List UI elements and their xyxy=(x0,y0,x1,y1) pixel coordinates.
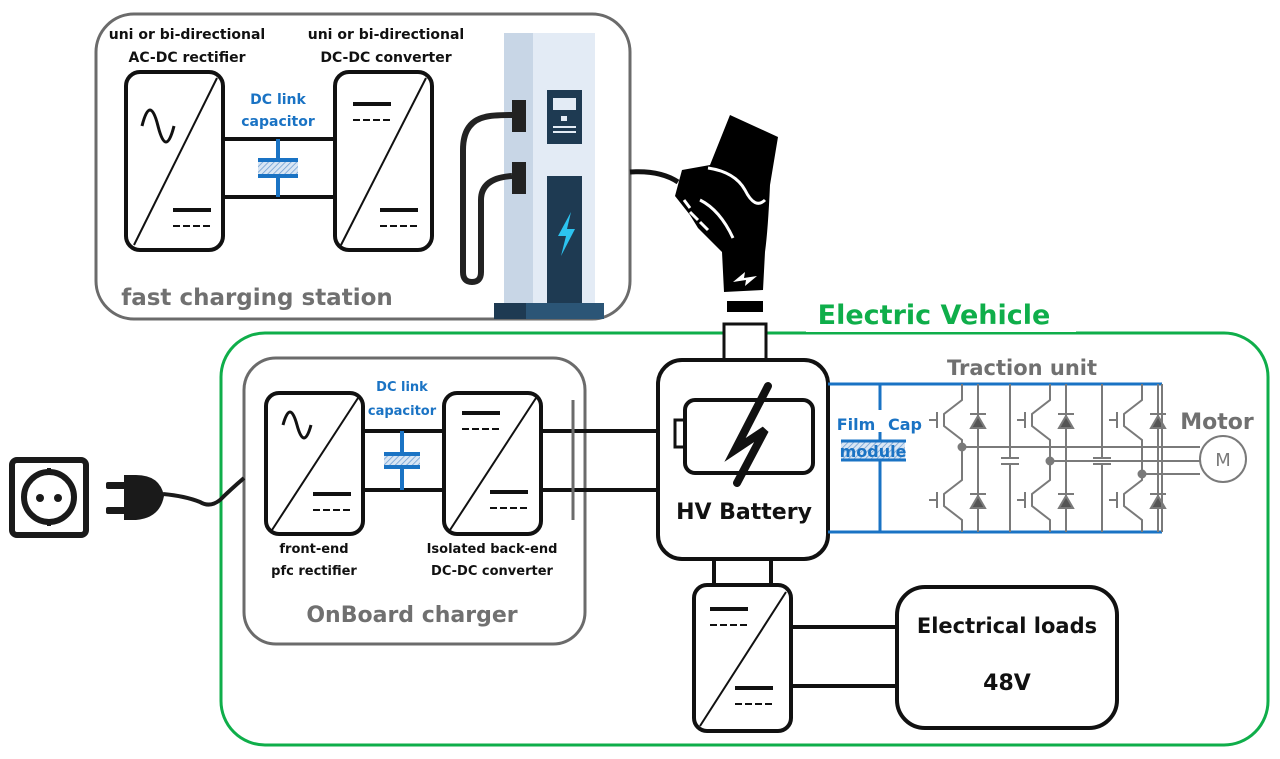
lightning-bolt-icon xyxy=(558,212,575,256)
electric-vehicle-title: Electric Vehicle xyxy=(818,300,1051,331)
onboard-charger-group: DC link capacitor front-end pfc rectifie… xyxy=(242,356,587,646)
station-rectifier-label-1: uni or bi-directional xyxy=(109,27,265,43)
station-converter-label-1: uni or bi-directional xyxy=(308,27,464,43)
plug-icon xyxy=(106,475,246,520)
film-cap-word-2: Cap xyxy=(888,415,922,434)
lightning-bolt-icon xyxy=(724,382,772,487)
obc-dc-link-label-1: DC link xyxy=(376,380,428,395)
obc-dc-link-label-2: capacitor xyxy=(368,404,437,419)
electrical-loads-voltage: 48V xyxy=(983,671,1031,696)
obc-rectifier-label-1: front-end xyxy=(279,542,348,557)
obc-isolated-dcdc-converter xyxy=(442,391,543,536)
obc-converter-label-2: DC-DC converter xyxy=(431,564,554,579)
wall-socket-icon xyxy=(9,457,89,538)
station-rectifier-label-2: AC-DC rectifier xyxy=(129,50,246,66)
charge-inlet xyxy=(722,322,768,362)
film-cap-module: Film Cap module xyxy=(837,384,922,532)
motor-label: Motor xyxy=(1180,410,1254,435)
station-dc-link-label-1: DC link xyxy=(250,92,306,108)
electric-vehicle-group: Electric Vehicle DC link capacitor xyxy=(9,296,1270,747)
sine-wave-icon xyxy=(140,108,176,144)
traction-unit: Traction unit Film Cap module Motor M xyxy=(828,356,1254,534)
obc-dc-link-capacitor: DC link capacitor xyxy=(368,380,437,490)
igbt-lower xyxy=(1031,461,1051,532)
diode-lower xyxy=(1057,494,1075,509)
hv-battery: HV Battery xyxy=(656,358,830,561)
fast-charging-station-group: uni or bi-directional AC-DC rectifier un… xyxy=(94,12,680,321)
igbt-upper xyxy=(943,384,963,447)
film-cap-word-3: module xyxy=(840,442,907,461)
fast-charging-station-border xyxy=(94,12,632,321)
hand-charger-icon xyxy=(675,115,778,312)
station-acdc-rectifier xyxy=(124,70,225,252)
electrical-loads-box: Electrical loads 48V xyxy=(895,585,1119,730)
station-dc-link-label-2: capacitor xyxy=(241,114,315,130)
obc-pfc-rectifier xyxy=(264,391,365,536)
igbt-lower xyxy=(943,447,963,532)
motor-icon: M xyxy=(1199,435,1247,483)
igbt-upper xyxy=(1123,384,1143,474)
charging-station-icon xyxy=(460,33,604,319)
auxiliary-dcdc-converter xyxy=(692,583,793,733)
film-cap-word-1: Film xyxy=(837,415,876,434)
obc-rectifier-label-2: pfc rectifier xyxy=(271,564,357,579)
station-dc-link-capacitor: DC link capacitor xyxy=(241,92,315,197)
obc-converter-label-1: Isolated back-end xyxy=(427,542,558,557)
electrical-loads-label: Electrical loads xyxy=(917,614,1097,638)
diode-upper xyxy=(969,414,987,429)
traction-unit-title: Traction unit xyxy=(947,356,1097,380)
hv-battery-label: HV Battery xyxy=(676,500,812,525)
station-dcdc-converter xyxy=(333,70,434,252)
onboard-charger-title: OnBoard charger xyxy=(306,603,517,628)
diode-lower xyxy=(969,494,987,509)
inverter-bridge xyxy=(929,384,1200,532)
diode-upper xyxy=(1057,414,1075,429)
motor-symbol: M xyxy=(1215,450,1231,471)
igbt-upper xyxy=(1031,384,1051,461)
battery-icon xyxy=(673,398,815,475)
igbt-lower xyxy=(1123,474,1143,532)
fast-charging-station-title: fast charging station xyxy=(121,285,393,311)
station-converter-label-2: DC-DC converter xyxy=(320,50,451,66)
